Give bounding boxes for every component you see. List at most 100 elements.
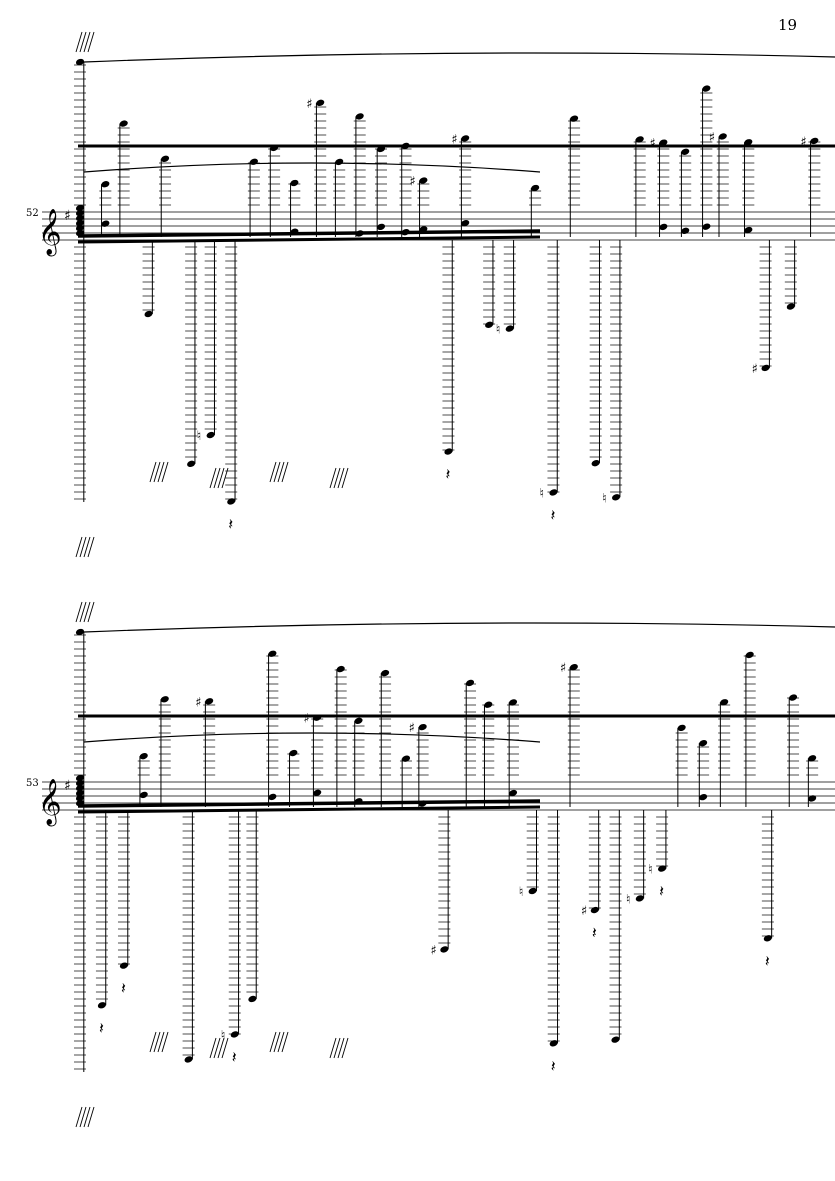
notehead (355, 230, 364, 237)
tremolo-slash (333, 467, 341, 489)
tremolo-slash (281, 1031, 289, 1053)
notehead (505, 325, 514, 332)
quarter-rest: 𝄽 (592, 923, 597, 942)
accidental: ♮ (197, 429, 202, 444)
tremolo-slash (79, 31, 87, 53)
notehead (419, 177, 428, 184)
tremolo-slash (153, 1031, 161, 1053)
quarter-rest: 𝄽 (228, 514, 233, 533)
notehead (184, 1056, 193, 1063)
notehead (485, 321, 494, 328)
notehead (354, 717, 363, 724)
sharp-accidental: ♯ (560, 661, 566, 676)
notehead (549, 1040, 558, 1047)
treble-clef-icon: 𝄞 (38, 209, 62, 257)
notehead (101, 181, 110, 188)
sharp-accidental: ♯ (649, 137, 655, 152)
notehead (461, 135, 470, 142)
notehead (590, 906, 599, 914)
notehead (677, 724, 686, 732)
notehead (205, 698, 214, 705)
notehead (75, 794, 85, 802)
notehead (744, 226, 753, 234)
beam (77, 805, 541, 814)
tremolo-slash (83, 601, 91, 623)
beam (77, 799, 541, 808)
accidental: ♮ (496, 323, 501, 338)
notehead (75, 219, 85, 227)
sharp-accidental: ♯ (709, 130, 715, 145)
slur (83, 732, 541, 743)
tremolo-slash (277, 461, 285, 483)
notehead (313, 789, 322, 796)
accidental: ♮ (648, 863, 653, 878)
notehead (659, 139, 668, 146)
sharp-accidental: ♯ (195, 695, 201, 710)
notehead (97, 1002, 107, 1009)
notehead (75, 799, 85, 807)
notehead (206, 431, 215, 439)
tremolo-slash (75, 601, 83, 623)
notehead (744, 139, 753, 146)
notehead (335, 158, 344, 166)
tremolo-slash (83, 1106, 91, 1128)
notehead (549, 489, 558, 496)
notehead (418, 800, 427, 807)
notehead (160, 155, 170, 162)
tremolo-slash (153, 461, 161, 483)
measure-number-52: 52 (26, 208, 39, 219)
tremolo-slash (341, 467, 349, 489)
tremolo-slash (213, 1037, 221, 1059)
notehead (745, 651, 754, 659)
notehead (591, 459, 600, 467)
tremolo-slash (87, 601, 95, 623)
quarter-rest: 𝄽 (659, 882, 664, 901)
quarter-rest: 𝄽 (765, 951, 770, 970)
notehead (355, 113, 364, 120)
notehead (380, 669, 390, 677)
notehead (290, 228, 299, 235)
notehead (612, 494, 621, 501)
notehead (75, 774, 85, 782)
slur (83, 622, 835, 633)
tremolo-slash (149, 1031, 157, 1053)
notehead (75, 779, 85, 787)
sharp-accidental: ♯ (306, 97, 312, 112)
notehead (418, 723, 427, 731)
page-number: 19 (778, 16, 798, 34)
notehead (508, 699, 518, 706)
tremolo-slash (157, 461, 165, 483)
notehead (788, 694, 798, 701)
tremolo-slash (269, 1031, 277, 1053)
notehead (461, 219, 470, 227)
notehead (75, 209, 85, 217)
notehead (119, 120, 128, 127)
notehead (75, 229, 85, 237)
tremolo-slash (281, 461, 289, 483)
notehead (354, 798, 363, 805)
notehead (681, 227, 690, 235)
notehead (570, 115, 579, 122)
notehead (763, 935, 772, 942)
quarter-rest: 𝄽 (445, 465, 450, 484)
notehead (248, 995, 257, 1003)
notehead (289, 749, 298, 757)
notehead (465, 679, 475, 687)
notehead (699, 740, 708, 747)
tremolo-slash (79, 1106, 87, 1128)
notehead (401, 755, 411, 762)
notehead (230, 1031, 239, 1038)
key-signature-sharp: ♯ (64, 778, 71, 794)
measure-number-53: 53 (26, 778, 39, 789)
notehead (75, 784, 85, 792)
notehead (702, 85, 711, 92)
tremolo-slash (221, 1037, 229, 1059)
notehead (160, 696, 169, 703)
quarter-rest: 𝄽 (99, 1018, 104, 1037)
tremolo-slash (161, 461, 169, 483)
notehead (786, 303, 795, 310)
tremolo-slash (273, 1031, 281, 1053)
notehead (401, 142, 410, 150)
sharp-accidental: ♯ (800, 135, 806, 150)
